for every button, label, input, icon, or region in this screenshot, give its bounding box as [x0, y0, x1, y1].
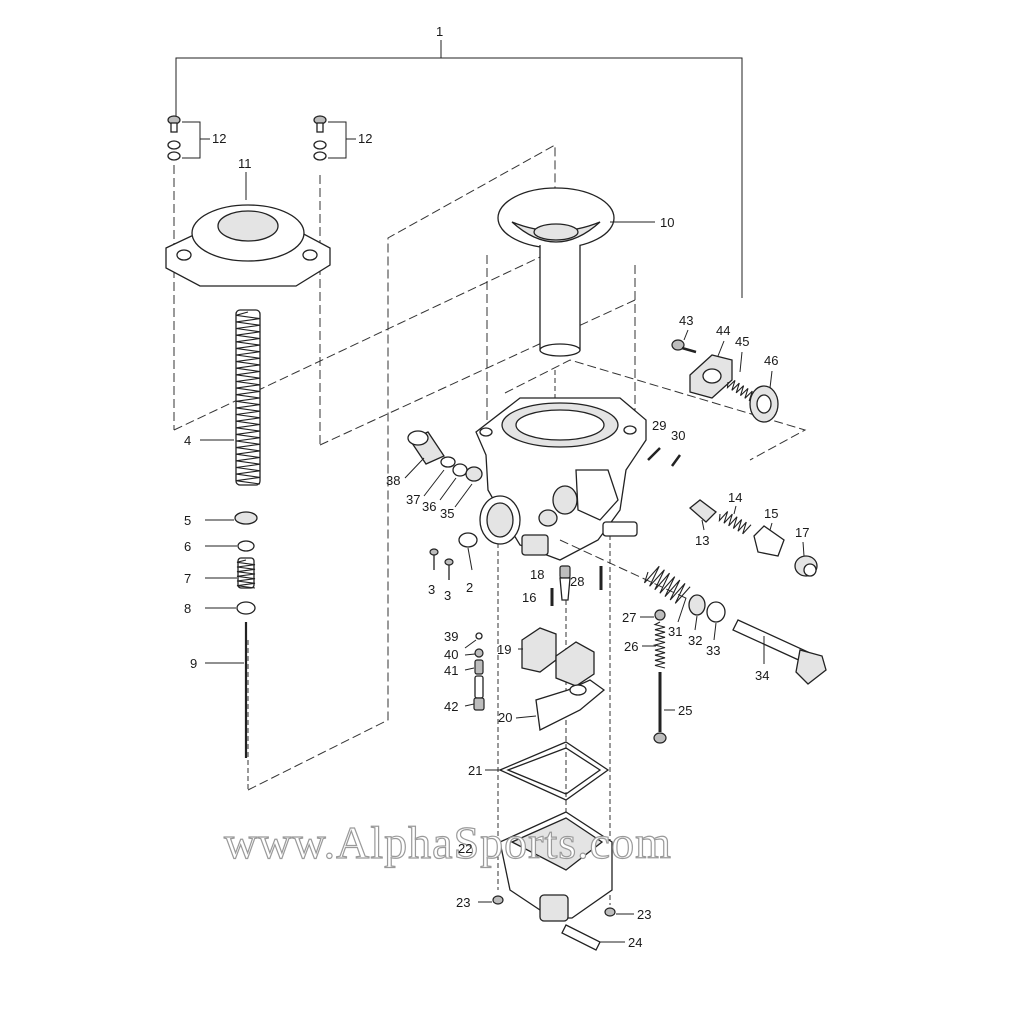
bowl-screws-23-24	[492, 895, 616, 951]
callout-4: 4	[184, 433, 191, 448]
callout-8: 8	[184, 601, 191, 616]
idle-parts-13-17	[688, 499, 818, 577]
callout-45: 45	[735, 334, 749, 349]
callout-27: 27	[622, 610, 636, 625]
plate-2-screws-3	[429, 532, 478, 580]
callout-41: 41	[444, 663, 458, 678]
callout-14: 14	[728, 490, 742, 505]
callout-30: 30	[671, 428, 685, 443]
callout-16: 16	[522, 590, 536, 605]
callout-24: 24	[628, 935, 642, 950]
callout-35: 35	[440, 506, 454, 521]
needle-assembly	[205, 511, 258, 758]
callout-38: 38	[386, 473, 400, 488]
callout-11: 11	[238, 156, 252, 171]
watermark-text: www.AlphaSports.com	[224, 817, 672, 868]
callout-28: 28	[570, 574, 584, 589]
callout-36: 36	[422, 499, 436, 514]
diaphragm-slide-10	[497, 187, 655, 357]
callout-23a: 23	[456, 895, 470, 910]
assembly-bracket	[175, 40, 743, 298]
callout-42: 42	[444, 699, 458, 714]
callout-29: 29	[652, 418, 666, 433]
callout-13: 13	[695, 533, 709, 548]
jets-and-screws	[550, 565, 667, 744]
callout-46: 46	[764, 353, 778, 368]
callout-32: 32	[688, 633, 702, 648]
callout-12b: 12	[358, 131, 372, 146]
callout-25: 25	[678, 703, 692, 718]
callout-2: 2	[466, 580, 473, 595]
callout-3b: 3	[444, 588, 451, 603]
callout-15: 15	[764, 506, 778, 521]
leader-lines	[464, 329, 805, 943]
pilot-parts	[404, 430, 483, 508]
throttle-parts-31-34	[559, 539, 827, 685]
float-arm-20	[535, 679, 606, 731]
callout-34: 34	[755, 668, 769, 683]
callout-7: 7	[184, 571, 191, 586]
callout-39: 39	[444, 629, 458, 644]
callout-23b: 23	[637, 907, 651, 922]
float-19	[518, 627, 595, 687]
callout-10: 10	[660, 215, 674, 230]
callout-18: 18	[530, 567, 544, 582]
callout-9: 9	[190, 656, 197, 671]
screw-set-12-right	[313, 115, 356, 161]
choke-parts-43-46	[671, 339, 779, 423]
callout-6: 6	[184, 539, 191, 554]
callout-3a: 3	[428, 582, 435, 597]
callout-5: 5	[184, 513, 191, 528]
callout-1: 1	[436, 24, 443, 39]
carburetor-body	[475, 397, 647, 561]
top-cover-11	[165, 172, 331, 287]
callout-19: 19	[497, 642, 511, 657]
callout-17: 17	[795, 525, 809, 540]
callout-22: 22	[458, 841, 472, 856]
jets-39-42	[473, 632, 485, 711]
callout-33: 33	[706, 643, 720, 658]
screw-set-12-left	[167, 115, 210, 161]
callout-12a: 12	[212, 131, 226, 146]
gasket-21	[498, 741, 610, 801]
callout-21: 21	[468, 763, 482, 778]
spring-4	[200, 309, 261, 486]
callout-26: 26	[624, 639, 638, 654]
float-bowl-22	[499, 811, 613, 922]
screws-29-30	[647, 447, 682, 467]
callout-labels: 1 2 3 3 4 5 6 7 8 9 10 11 12 12 13 14 15…	[184, 24, 809, 950]
callout-44: 44	[716, 323, 730, 338]
callout-40: 40	[444, 647, 458, 662]
callout-37: 37	[406, 492, 420, 507]
callout-20: 20	[498, 710, 512, 725]
callout-31: 31	[668, 624, 682, 639]
callout-43: 43	[679, 313, 693, 328]
